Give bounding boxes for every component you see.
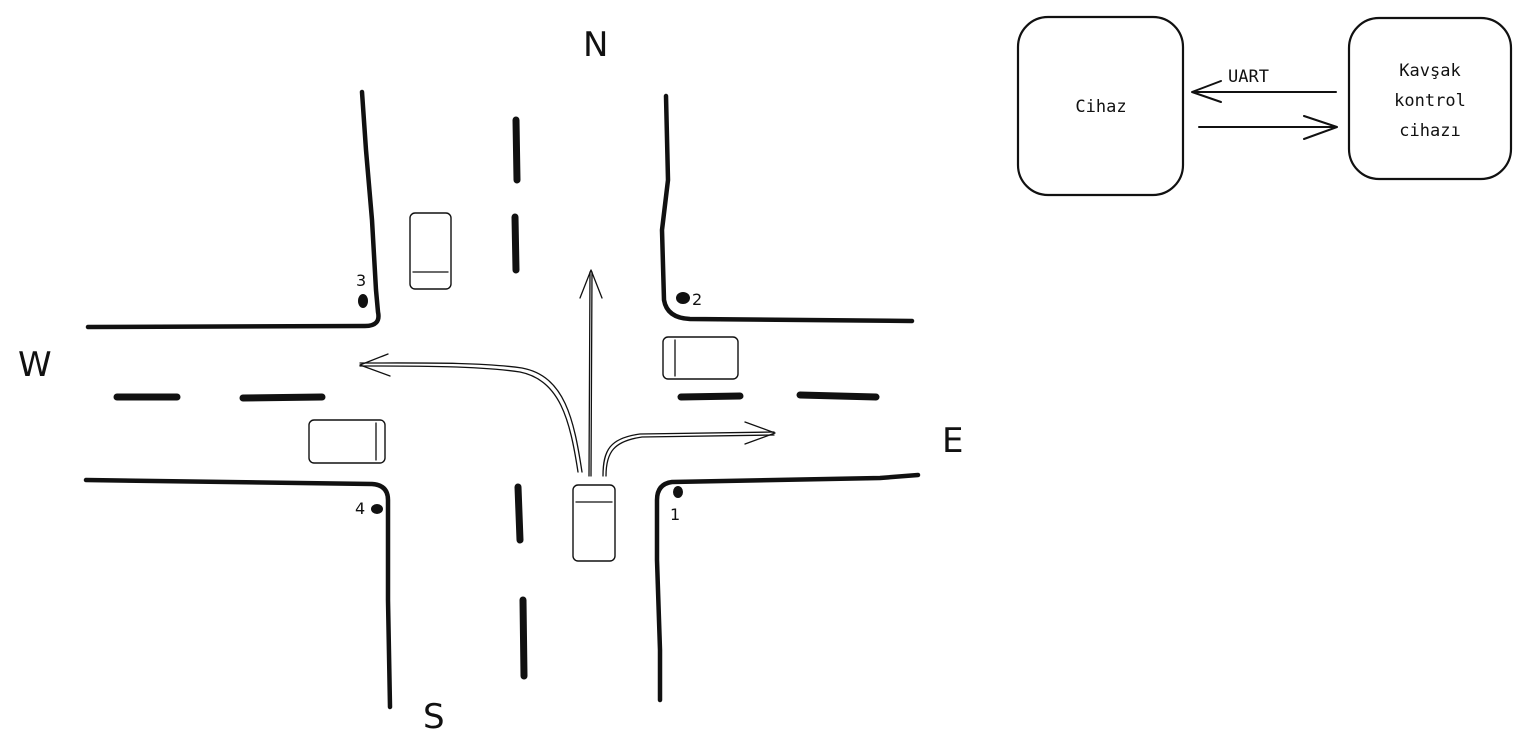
traffic-light-3: 3 bbox=[356, 271, 368, 308]
controller-block: Kavşak kontrol cihazı bbox=[1347, 16, 1513, 181]
uart-link-to-device: UART bbox=[1191, 67, 1337, 103]
compass-west: W bbox=[18, 345, 52, 385]
lane-dash bbox=[677, 392, 744, 401]
device-label: Cihaz bbox=[1075, 97, 1126, 117]
curb-northeast bbox=[659, 93, 915, 324]
controller-label-line1: Kavşak bbox=[1399, 61, 1460, 81]
lane-dash bbox=[514, 483, 524, 544]
traffic-light-2: 2 bbox=[676, 290, 702, 309]
traffic-light-1: 1 bbox=[670, 486, 683, 524]
lane-dash bbox=[512, 116, 521, 184]
compass-north: N bbox=[583, 25, 608, 65]
lane-markings bbox=[113, 116, 880, 680]
light-label: 4 bbox=[355, 499, 365, 518]
compass-east: E bbox=[942, 421, 963, 461]
lane-dash bbox=[239, 393, 326, 402]
controller-label-line2: kontrol bbox=[1394, 91, 1466, 111]
lane-dash bbox=[511, 213, 520, 274]
straight-arrow bbox=[579, 269, 603, 477]
link-to-controller bbox=[1198, 115, 1338, 140]
light-label: 1 bbox=[670, 505, 680, 524]
road-curbs bbox=[83, 89, 921, 710]
compass-south: S bbox=[423, 697, 445, 737]
uart-label: UART bbox=[1228, 67, 1269, 87]
lane-dash bbox=[796, 391, 880, 401]
car-east bbox=[662, 336, 739, 380]
controller-label-line3: cihazı bbox=[1399, 121, 1460, 141]
car-south bbox=[572, 484, 616, 562]
traffic-light-4: 4 bbox=[355, 499, 383, 518]
light-label: 2 bbox=[692, 290, 702, 309]
curb-northwest bbox=[85, 89, 381, 330]
device-block: Cihaz bbox=[1016, 15, 1185, 197]
car-north bbox=[409, 212, 452, 290]
left-turn-arrow bbox=[359, 353, 583, 473]
right-turn-arrow bbox=[602, 421, 776, 477]
car-west bbox=[308, 419, 386, 464]
curb-southeast bbox=[654, 472, 921, 703]
lane-dash bbox=[519, 596, 528, 680]
light-label: 3 bbox=[356, 271, 366, 290]
curb-southwest bbox=[83, 477, 393, 710]
